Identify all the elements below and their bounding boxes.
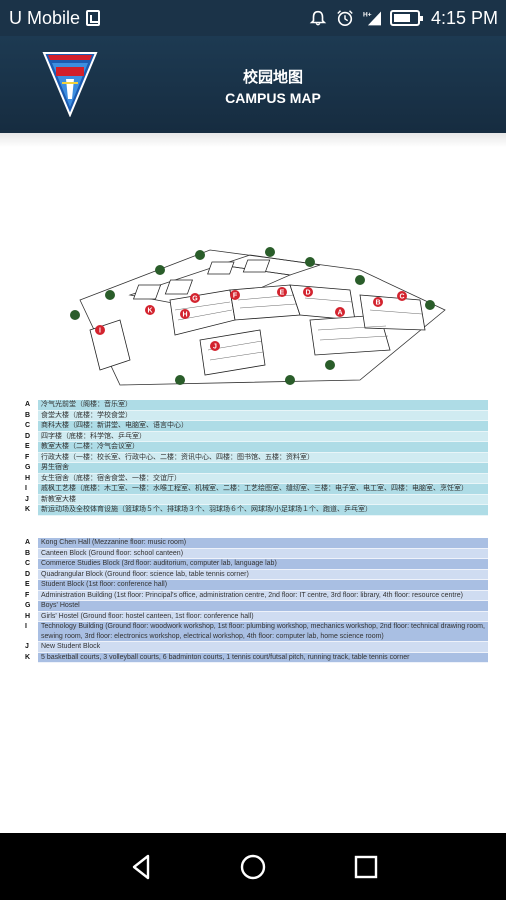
alarm-bell-icon: [309, 10, 327, 26]
alarm-clock-icon: [337, 10, 353, 27]
page-title-chinese: 校园地图: [242, 69, 303, 86]
battery-icon: [389, 10, 423, 26]
map-marker-k: K: [145, 305, 155, 315]
school-crest-icon: [42, 52, 98, 117]
map-marker-j: J: [210, 341, 220, 351]
svg-text:D: D: [305, 290, 310, 297]
signal-icon: H+: [363, 11, 381, 26]
svg-text:J: J: [213, 344, 217, 351]
page-title-english: CAMPUS MAP: [225, 90, 321, 106]
svg-text:E: E: [280, 290, 285, 297]
content-top-shade: [0, 133, 506, 147]
back-icon[interactable]: [126, 851, 158, 883]
status-icons: H+ 4:15 PM: [309, 8, 498, 29]
map-marker-a: A: [335, 307, 345, 317]
svg-text:F: F: [233, 293, 238, 300]
map-marker-b: B: [373, 297, 383, 307]
map-marker-g: G: [190, 293, 200, 303]
map-marker-i: I: [95, 325, 105, 335]
svg-text:G: G: [192, 296, 198, 303]
status-bar: U Mobile H+ 4:15 PM: [0, 0, 506, 36]
home-icon[interactable]: [237, 851, 269, 883]
map-marker-h: H: [180, 309, 190, 319]
signal-label: H+: [363, 11, 372, 18]
recents-icon[interactable]: [350, 851, 382, 883]
app-header: 校园地图 CAMPUS MAP: [0, 36, 506, 133]
campus-map-image: A B C D E F G H I J K: [70, 247, 446, 386]
svg-text:K: K: [147, 308, 152, 315]
svg-text:B: B: [375, 300, 380, 307]
svg-text:A: A: [337, 310, 342, 317]
map-marker-f: F: [230, 290, 240, 300]
svg-text:C: C: [399, 294, 404, 301]
map-marker-c: C: [397, 291, 407, 301]
map-marker-d: D: [303, 287, 313, 297]
status-time: 4:15 PM: [430, 7, 498, 28]
sim-icon: [86, 10, 101, 26]
map-marker-e: E: [277, 287, 287, 297]
svg-text:H: H: [182, 312, 187, 319]
svg-text:I: I: [99, 328, 101, 335]
battery-fill: [393, 14, 411, 22]
navigation-bar: [0, 833, 506, 900]
carrier-name: U Mobile: [9, 7, 81, 28]
